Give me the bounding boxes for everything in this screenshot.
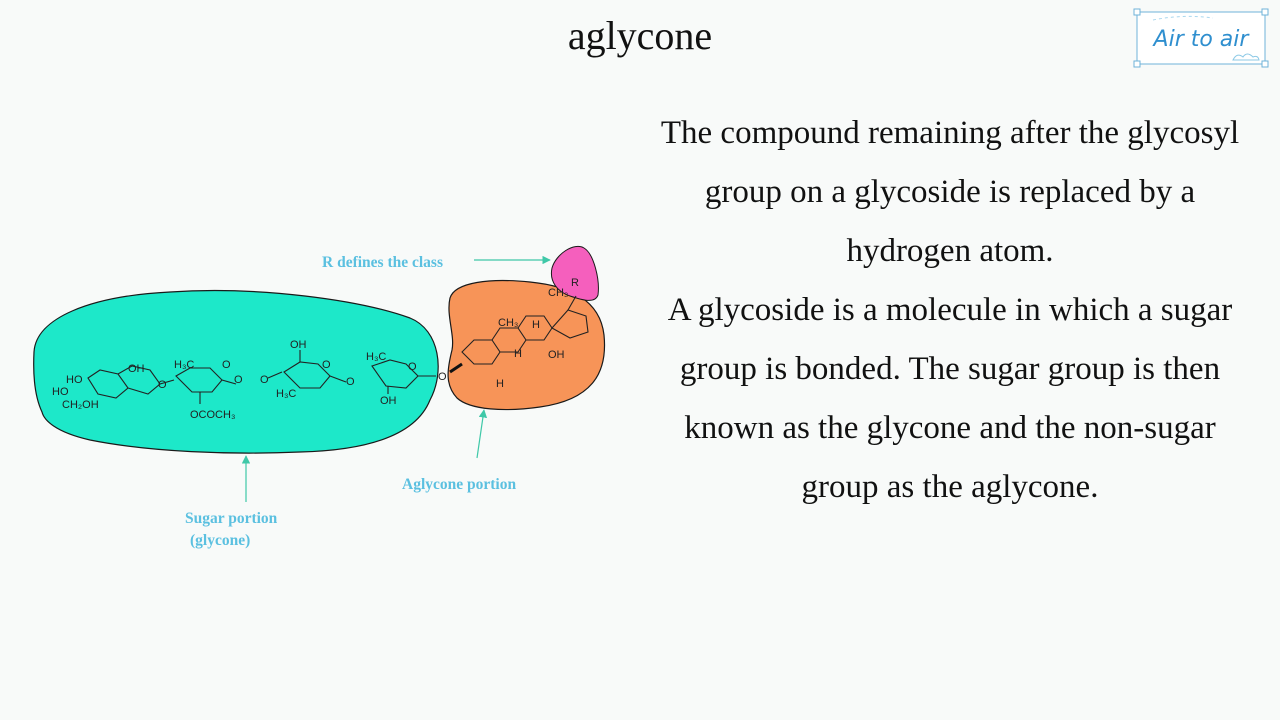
- definition-paragraph-1: The compound remaining after the glycosy…: [660, 115, 1240, 269]
- atom-o-g: O: [408, 361, 417, 373]
- sugar-portion-blob: [33, 290, 439, 454]
- atom-oh-2: OH: [290, 339, 307, 351]
- label-r-defines-class: R defines the class: [322, 254, 443, 271]
- atom-o-a: O: [158, 379, 167, 391]
- air-to-air-logo: Air to air: [1133, 8, 1269, 68]
- r-group-blob: [550, 246, 599, 301]
- atom-o-b: O: [222, 359, 231, 371]
- aglycone-portion-blob: [447, 279, 606, 411]
- definition-paragraph-2: A glycoside is a molecule in which a sug…: [667, 292, 1233, 505]
- atom-oh-1: OH: [128, 363, 145, 375]
- atom-h3c-2: H₃C: [276, 388, 296, 400]
- steroid-structure: [449, 295, 589, 374]
- atom-ch2oh: CH₂OH: [62, 399, 99, 411]
- atom-oh-4: OH: [548, 349, 565, 361]
- atom-ho-2: HO: [52, 386, 69, 398]
- page-title: aglycone: [567, 13, 713, 58]
- atom-h-1: H: [532, 319, 540, 331]
- label-sugar-portion: Sugar portion: [185, 510, 278, 527]
- atom-h-2: H: [514, 348, 522, 360]
- sugar-chain-structure: [87, 350, 436, 404]
- atom-h3c-1: H₃C: [174, 359, 194, 371]
- atom-o-c: O: [234, 374, 243, 386]
- atom-oh-3: OH: [380, 395, 397, 407]
- atom-o-f: O: [346, 376, 355, 388]
- label-glycone: (glycone): [190, 532, 250, 549]
- atom-h3c-3: H₃C: [366, 351, 386, 363]
- atom-h-3: H: [496, 378, 504, 390]
- atom-ch3-1: CH₃: [498, 317, 518, 329]
- atom-ho-1: HO: [66, 374, 83, 386]
- glycoside-diagram: HO HO CH₂OH OH O H₃C O O OCOCH₃ O OH O O…: [33, 246, 606, 549]
- atom-o-link: O: [438, 371, 447, 383]
- logo-text: Air to air: [1152, 27, 1251, 52]
- definition-text: The compound remaining after the glycosy…: [660, 104, 1240, 517]
- atom-ococh3: OCOCH₃: [190, 409, 235, 421]
- atom-o-d: O: [260, 374, 269, 386]
- atom-ch3-2: CH₃: [548, 287, 568, 299]
- atom-r: R: [571, 277, 579, 289]
- label-aglycone-portion: Aglycone portion: [402, 476, 516, 493]
- arrow-aglycone: [476, 409, 488, 459]
- atom-o-e: O: [322, 359, 331, 371]
